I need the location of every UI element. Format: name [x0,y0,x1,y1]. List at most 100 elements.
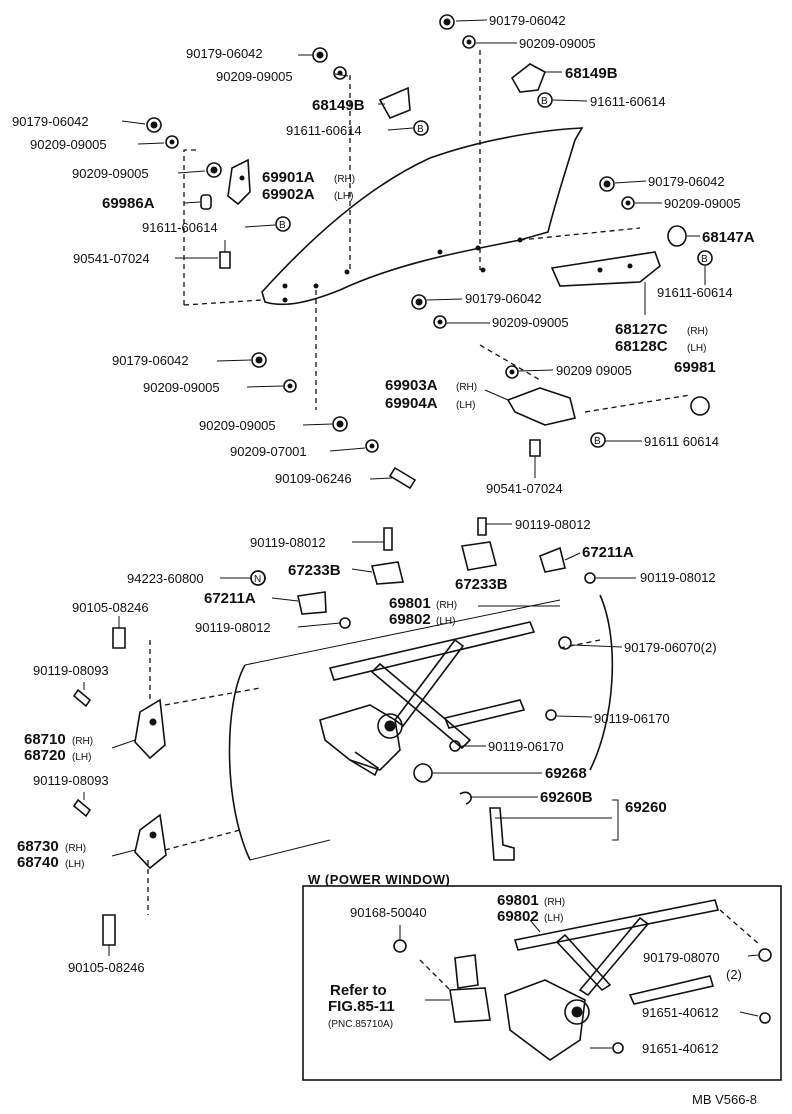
label-90209-09005: 90209-09005 [30,137,107,152]
label-91651-40612: 91651-40612 [642,1005,719,1020]
label-69904a: 69904A [385,395,438,412]
door-glass [261,127,584,306]
part-labels: 90179-06042 90209-09005 68149B 91611-606… [12,13,757,1107]
label-side-rh: (RH) [544,897,565,908]
leader-lines [83,19,759,1049]
label-69802: 69802 [389,611,431,628]
label-68128c: 68128C [615,338,668,355]
label-90179-06070-2: 90179-06070(2) [624,640,717,655]
label-67211a: 67211A [204,590,256,607]
callout-b: B [417,124,424,135]
label-69902a: 69902A [262,186,315,203]
label-side-lh: (LH) [334,191,353,202]
label-90119-08093: 90119-08093 [33,663,109,678]
label-90209-09005: 90209-09005 [519,36,596,51]
label-side-lh: (LH) [544,913,563,924]
callout-b: B [279,220,286,231]
label-94223-60800: 94223-60800 [127,571,204,586]
label-side-lh: (LH) [65,859,84,870]
label-91611-60614: 91611-60614 [286,123,362,138]
label-67211a: 67211A [582,544,634,561]
label-69260: 69260 [625,799,667,816]
label-69801: 69801 [497,892,539,909]
label-side-lh: (LH) [72,752,91,763]
label-68720: 68720 [24,747,66,764]
callout-b: B [594,436,601,447]
label-67233b: 67233B [455,576,508,593]
label-68149b: 68149B [312,97,365,114]
refer-to-line-2: FIG.85-11 [328,998,395,1015]
label-90209-09005: 90209-09005 [216,69,293,84]
label-side-lh: (LH) [456,400,475,411]
label-quantity: (2) [726,967,742,982]
label-91611-60614: 91611-60614 [657,285,733,300]
refer-to-line-3: (PNC.85710A) [328,1019,393,1030]
label-90119-06170: 90119-06170 [488,739,564,754]
label-68710: 68710 [24,731,66,748]
label-68127c: 68127C [615,321,668,338]
label-90541-07024: 90541-07024 [73,251,150,266]
power-window-title: W (POWER WINDOW) [308,872,450,887]
label-side-lh: (LH) [436,616,455,627]
label-side-rh: (RH) [456,382,477,393]
callout-b: B [701,254,708,265]
label-side-rh: (RH) [687,326,708,337]
label-90179-06042: 90179-06042 [648,174,725,189]
label-90119-08012: 90119-08012 [250,535,326,550]
label-90209-07001: 90209-07001 [230,444,307,459]
label-91611-60614: 91611 60614 [644,434,719,449]
label-90168-50040: 90168-50040 [350,905,427,920]
label-90209-09005: 90209-09005 [143,380,220,395]
label-91611-60614: 91611-60614 [142,220,218,235]
refer-to-line-1: Refer to [330,982,387,999]
assembly-lines [147,50,761,991]
label-69903a: 69903A [385,377,438,394]
label-90105-08246: 90105-08246 [72,600,149,615]
label-90179-06042: 90179-06042 [112,353,189,368]
label-68730: 68730 [17,838,59,855]
label-69981: 69981 [674,359,716,376]
label-69986a: 69986A [102,195,155,212]
callout-b: B [541,96,548,107]
label-69268: 69268 [545,765,587,782]
label-side-rh: (RH) [65,843,86,854]
label-91611-60614: 91611-60614 [590,94,666,109]
label-90209-09005: 90209-09005 [72,166,149,181]
label-90119-06170: 90119-06170 [594,711,670,726]
label-69801: 69801 [389,595,431,612]
label-90209-09005: 90209-09005 [492,315,569,330]
label-91651-40612: 91651-40612 [642,1041,719,1056]
label-68740: 68740 [17,854,59,871]
label-side-lh: (LH) [687,343,706,354]
label-side-rh: (RH) [436,600,457,611]
label-69901a: 69901A [262,169,315,186]
callout-n: N [254,574,261,585]
label-90179-06042: 90179-06042 [12,114,89,129]
label-90179-06042: 90179-06042 [186,46,263,61]
label-90209-09005: 90209-09005 [199,418,276,433]
callouts: B B B B B N [250,92,713,586]
label-90119-08012: 90119-08012 [515,517,591,532]
label-69802: 69802 [497,908,539,925]
label-90119-08012: 90119-08012 [640,570,716,585]
power-window-box [302,885,782,1081]
label-side-rh: (RH) [334,174,355,185]
label-90119-08012: 90119-08012 [195,620,271,635]
label-90119-08093: 90119-08093 [33,773,109,788]
diagram-code: MB V566-8 [692,1092,757,1107]
label-90179-06042: 90179-06042 [489,13,566,28]
label-68149b: 68149B [565,65,618,82]
label-90109-06246: 90109-06246 [275,471,352,486]
label-90105-08246: 90105-08246 [68,960,145,975]
label-90209-09005: 90209 09005 [556,363,632,378]
label-67233b: 67233B [288,562,341,579]
label-90179-06042: 90179-06042 [465,291,542,306]
label-68147a: 68147A [702,229,755,246]
label-90541-07024: 90541-07024 [486,481,563,496]
label-90209-09005: 90209-09005 [664,196,741,211]
label-69260b: 69260B [540,789,593,806]
label-90179-08070: 90179-08070 [643,950,720,965]
lower-assembly [72,517,619,946]
upper-hardware [146,14,710,490]
